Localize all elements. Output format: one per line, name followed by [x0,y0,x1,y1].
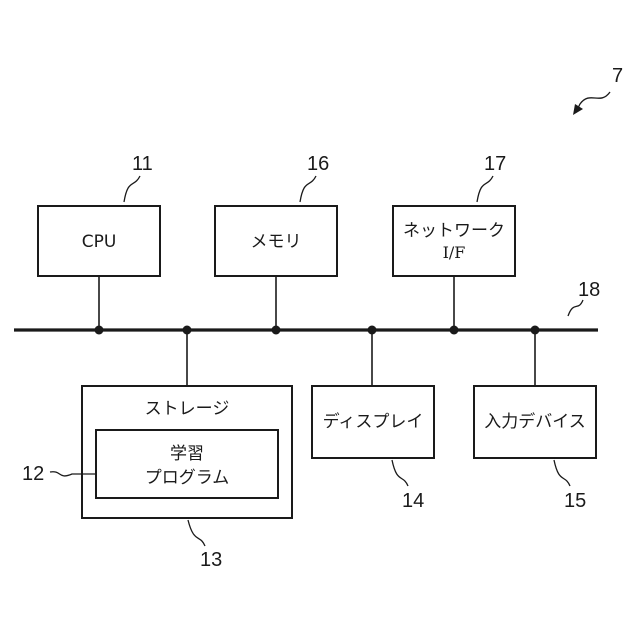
network-if-ref-leader [477,176,493,202]
input-device-ref-leader [554,460,570,486]
display-block: ディスプレイ 14 [312,326,434,513]
memory-bus-node [272,326,281,335]
cpu-ref-leader [124,176,140,202]
cpu-label: CPU [82,232,117,252]
storage-block: ストレージ 13 学習 プログラム 12 [22,326,292,572]
network-if-box [393,206,515,276]
memory-ref-label: 16 [307,153,329,175]
learning-program-label-line2: プログラム [145,468,230,488]
figure-ref-label: 7 [612,65,623,87]
network-if-bus-node [450,326,459,335]
learning-program-label-line1: 学習 [170,444,204,464]
memory-label: メモリ [251,232,302,252]
storage-label: ストレージ [145,399,230,419]
input-device-ref-label: 15 [564,490,586,512]
display-label: ディスプレイ [323,411,424,432]
memory-ref-leader [300,176,316,202]
display-ref-label: 14 [402,490,424,512]
network-if-ref-label: 17 [484,153,506,175]
storage-ref-label: 13 [200,549,222,571]
network-if-label-line2: I/F [443,243,466,262]
storage-ref-leader [188,520,205,546]
network-if-block: ネットワーク I/F 17 [393,153,515,335]
storage-bus-node [183,326,192,335]
input-device-bus-node [531,326,540,335]
cpu-block: CPU 11 [38,153,160,335]
input-device-block: 入力デバイス 15 [474,326,596,513]
bus-ref-label: 18 [578,279,600,301]
figure-ref-arrowhead [573,104,583,115]
cpu-ref-label: 11 [132,153,153,175]
memory-block: メモリ 16 [215,153,337,335]
network-if-label-line1: ネットワーク [403,221,505,241]
learning-program-block: 学習 プログラム 12 [22,430,278,498]
bus-ref-leader [568,300,583,316]
display-bus-node [368,326,377,335]
input-device-label: 入力デバイス [484,411,586,432]
cpu-bus-node [95,326,104,335]
display-ref-leader [392,460,408,486]
learning-program-ref-label: 12 [22,463,44,485]
